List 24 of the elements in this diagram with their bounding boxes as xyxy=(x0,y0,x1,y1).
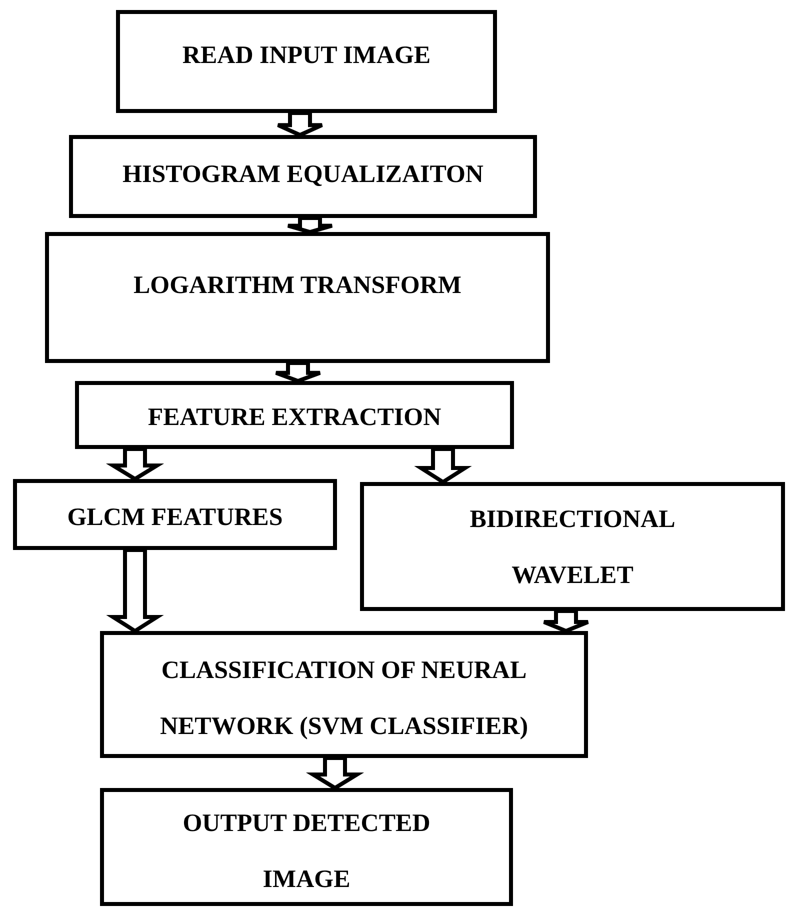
process-box xyxy=(75,381,514,449)
process-box xyxy=(100,631,588,758)
box-label: READ INPUT IMAGE xyxy=(182,41,431,71)
process-box xyxy=(13,479,337,550)
box-label: OUTPUT DETECTED IMAGE xyxy=(182,809,432,895)
process-box xyxy=(116,10,497,113)
process-box xyxy=(360,482,785,611)
block-arrow xyxy=(306,756,364,790)
process-box xyxy=(69,135,537,218)
box-label: LOGARITHM TRANSFORM xyxy=(133,271,462,301)
box-label: FEATURE EXTRACTION xyxy=(148,403,442,433)
process-box xyxy=(100,788,513,906)
block-arrow xyxy=(414,447,472,484)
block-arrow xyxy=(276,111,324,138)
block-arrow xyxy=(542,609,590,634)
box-label: BIDIRECTIONAL WAVELET xyxy=(468,505,676,591)
block-arrow xyxy=(274,361,322,384)
box-label: CLASSIFICATION OF NEURAL NETWORK (SVM CLASSIFIER) xyxy=(158,656,530,742)
block-arrow xyxy=(106,447,164,482)
box-label: GLCM FEATURES xyxy=(67,503,283,533)
process-box xyxy=(45,232,550,363)
box-label: HISTOGRAM EQUALIZAITON xyxy=(122,160,484,190)
block-arrow xyxy=(286,216,334,234)
block-arrow xyxy=(106,548,164,634)
